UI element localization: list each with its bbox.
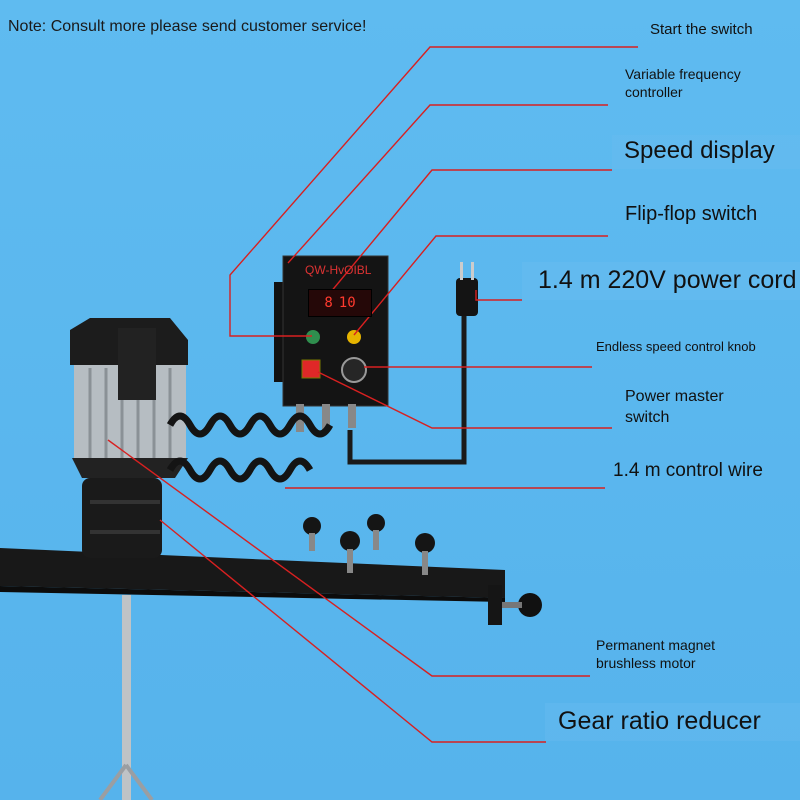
- label-speed-knob: Endless speed control knob: [596, 339, 756, 354]
- display-value: 10: [338, 295, 356, 311]
- gear-reducer: [82, 478, 162, 558]
- flip-flop-switch-light: [347, 330, 361, 344]
- label-control-wire: 1.4 m control wire: [613, 460, 763, 481]
- label-vf-controller: Variable frequency controller: [625, 65, 741, 101]
- label-motor-line1: Permanent magnet: [596, 637, 716, 653]
- label-vf-controller-line1: Variable frequency: [625, 66, 741, 82]
- display-digit-left: 8: [324, 295, 333, 311]
- clamp: [488, 585, 502, 625]
- clamp-knob: [518, 593, 542, 617]
- power-cord: [347, 262, 478, 465]
- label-power-cord: 1.4 m 220V power cord: [538, 266, 797, 294]
- stand-base: [98, 763, 154, 800]
- label-band: [612, 135, 800, 169]
- label-power-master-line1: Power master: [625, 388, 724, 405]
- power-master-switch: [301, 359, 321, 379]
- label-flip-flop-switch: Flip-flop switch: [625, 203, 758, 225]
- controller-model: QW-HvOIBL: [305, 263, 372, 277]
- motor-body: [70, 318, 188, 558]
- coiled-wire-upper: [166, 412, 334, 438]
- label-gear-reducer: Gear ratio reducer: [558, 707, 761, 735]
- label-motor: Permanent magnet brushless motor: [596, 636, 715, 672]
- label-band: [522, 262, 800, 300]
- stand-pole: [122, 595, 131, 800]
- start-switch-light: [306, 330, 320, 344]
- label-speed-display: Speed display: [624, 137, 775, 164]
- bar-knobs: [303, 514, 435, 575]
- speed-display-screen: 8 10: [308, 289, 372, 317]
- label-power-master-line2: switch: [625, 408, 670, 426]
- leader-lines: [107, 46, 638, 743]
- coiled-wire-lower: [166, 457, 314, 483]
- controller-box: [274, 255, 389, 432]
- label-start-switch: Start the switch: [650, 21, 753, 38]
- label-band: [545, 703, 800, 741]
- speed-knob: [341, 357, 367, 383]
- note-text: Note: Consult more please send customer …: [8, 18, 367, 35]
- label-motor-line2: brushless motor: [596, 655, 696, 672]
- crossbar: [0, 548, 505, 598]
- label-power-master-switch: Power master switch: [625, 387, 724, 429]
- label-vf-controller-line2: controller: [625, 84, 683, 101]
